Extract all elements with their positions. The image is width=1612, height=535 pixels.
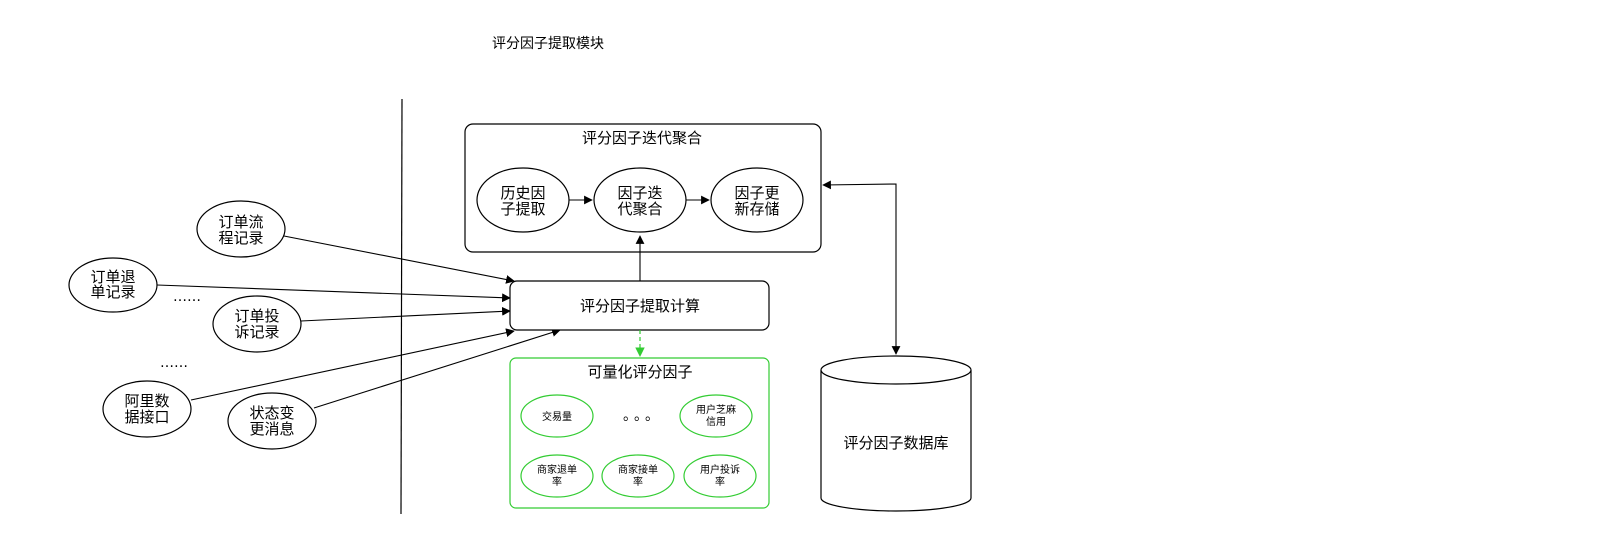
arrow-flow-to-compute <box>283 235 515 284</box>
source-ellipsis-1: …… <box>173 289 201 305</box>
factor-sesame-line2: 信用 <box>706 416 726 428</box>
score-factor-database[interactable]: 评分因子数据库 <box>820 355 972 512</box>
source-order-refund[interactable]: 订单退 单记录 <box>68 257 158 313</box>
node-update-store[interactable]: 因子更 新存储 <box>710 167 804 233</box>
node-iterate-line1: 因子迭 <box>617 184 662 202</box>
node-iterate-line2: 代聚合 <box>617 200 662 218</box>
iteration-group[interactable]: 评分因子迭代聚合 历史因 子提取 因子迭 代聚合 因子更 新存储 <box>464 123 822 253</box>
arrow-status-to-compute <box>313 328 561 409</box>
node-update-line1: 因子更 <box>734 184 779 202</box>
node-history-extract[interactable]: 历史因 子提取 <box>476 167 570 233</box>
factor-merchant-refund-line2: 率 <box>552 475 562 488</box>
compute-label: 评分因子提取计算 <box>580 297 700 315</box>
source-status-msg-line2: 更消息 <box>249 420 294 438</box>
source-order-refund-line1: 订单退 <box>90 268 135 286</box>
source-order-complaint-line2: 诉记录 <box>234 323 279 341</box>
module-title: 评分因子提取模块 <box>492 36 604 52</box>
source-order-refund-line2: 单记录 <box>90 283 135 301</box>
arrow-ali-to-compute <box>190 328 515 401</box>
compute-box[interactable]: 评分因子提取计算 <box>509 280 770 331</box>
source-order-complaint-line1: 订单投 <box>234 307 279 325</box>
arrow-iteration-database <box>822 180 901 355</box>
factor-merchant-refund-rate[interactable]: 商家退单 率 <box>520 454 594 498</box>
source-ellipsis-2: …… <box>160 355 188 371</box>
arrow-refund-to-compute <box>156 284 511 303</box>
source-status-msg-line1: 状态变 <box>249 404 294 422</box>
boundary-line <box>400 98 403 515</box>
source-ali-api-line1: 阿里数 <box>124 392 169 410</box>
source-arrows <box>156 235 561 409</box>
factor-user-complaint-line1: 用户投诉 <box>700 463 740 476</box>
factor-sesame-line1: 用户芝麻 <box>696 403 736 416</box>
node-history-line1: 历史因 <box>500 184 545 202</box>
node-history-line2: 子提取 <box>500 200 545 218</box>
source-ali-api-line2: 据接口 <box>124 408 169 426</box>
factor-user-complaint-rate[interactable]: 用户投诉 率 <box>683 454 757 498</box>
node-iterate-aggregate[interactable]: 因子迭 代聚合 <box>593 167 687 233</box>
node-update-line2: 新存储 <box>734 200 779 218</box>
factor-user-complaint-line2: 率 <box>715 475 725 488</box>
source-order-complaint[interactable]: 订单投 诉记录 <box>212 295 302 353</box>
factors-group[interactable]: 可量化评分因子 交易量 。。。 用户芝麻 信用 商家退单 率 商家接单 率 用户… <box>509 357 770 509</box>
source-order-flow-line1: 订单流 <box>218 213 263 231</box>
factors-title: 可量化评分因子 <box>587 363 692 381</box>
arrow-complaint-to-compute <box>300 306 511 322</box>
factor-trade-volume[interactable]: 交易量 <box>520 394 594 438</box>
factor-merchant-accept-rate[interactable]: 商家接单 率 <box>601 454 675 498</box>
database-label: 评分因子数据库 <box>843 434 948 452</box>
source-order-flow[interactable]: 订单流 程记录 <box>196 200 286 258</box>
source-order-flow-line2: 程记录 <box>218 229 263 247</box>
iteration-group-title: 评分因子迭代聚合 <box>582 129 702 147</box>
factor-trade-volume-label: 交易量 <box>542 410 572 423</box>
factor-merchant-accept-line1: 商家接单 <box>618 463 658 476</box>
factor-merchant-refund-line1: 商家退单 <box>537 463 577 476</box>
factor-dots: 。。。 <box>623 408 663 424</box>
source-status-msg[interactable]: 状态变 更消息 <box>227 392 317 450</box>
source-ali-api[interactable]: 阿里数 据接口 <box>102 380 192 438</box>
factor-merchant-accept-line2: 率 <box>633 475 643 488</box>
factor-sesame-credit[interactable]: 用户芝麻 信用 <box>679 394 753 438</box>
